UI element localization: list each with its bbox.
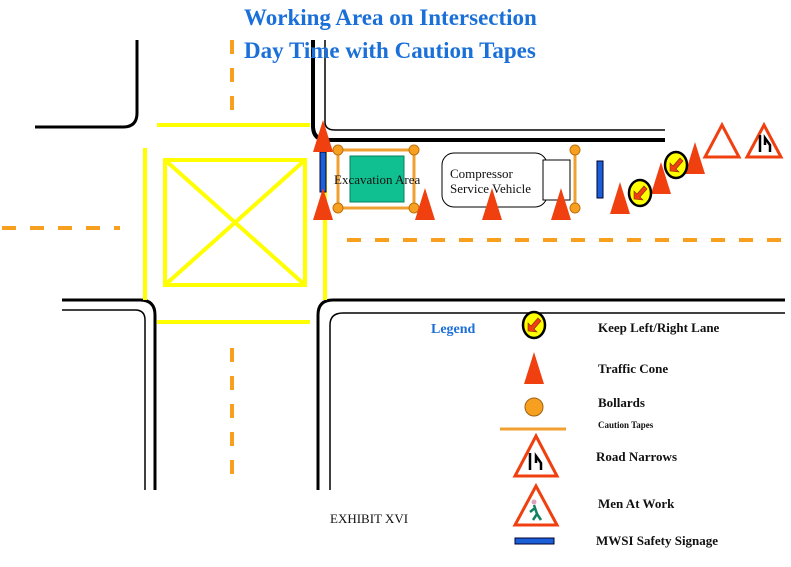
warning-signs: [703, 123, 783, 159]
service-vehicle: [441, 152, 571, 208]
legend-label-traffic-cone: Traffic Cone: [598, 361, 669, 376]
center-lines: [2, 40, 782, 482]
excavation-area: [349, 155, 405, 203]
legend-label-road-narrows: Road Narrows: [596, 449, 678, 464]
legend-heading: Legend: [431, 322, 476, 337]
crosswalk-markings: [143, 123, 327, 324]
legend-label-caution-tapes: Caution Tapes: [598, 420, 654, 430]
caution-tape-perimeter: [336, 148, 416, 210]
diagram-title-line2: Day Time with Caution Tapes: [244, 38, 536, 63]
road-narrows-icon: [745, 123, 783, 159]
legend-icons: [500, 310, 566, 545]
exhibit-label: EXHIBIT XVI: [330, 511, 409, 526]
vehicle-label-line2: Service Vehicle: [450, 181, 531, 196]
vehicle-label-line1: Compressor: [450, 166, 513, 181]
legend-label-men-at-work: Men At Work: [598, 496, 675, 511]
diagram-title-line1: Working Area on Intersection: [244, 5, 537, 30]
legend-label-bollards: Bollards: [598, 395, 645, 410]
legend-label-keep-lane: Keep Left/Right Lane: [598, 320, 720, 335]
excavation-area-label: Excavation Area: [334, 172, 421, 187]
road-edges: [35, 40, 785, 490]
legend-label-safety-signage: MWSI Safety Signage: [596, 533, 719, 548]
